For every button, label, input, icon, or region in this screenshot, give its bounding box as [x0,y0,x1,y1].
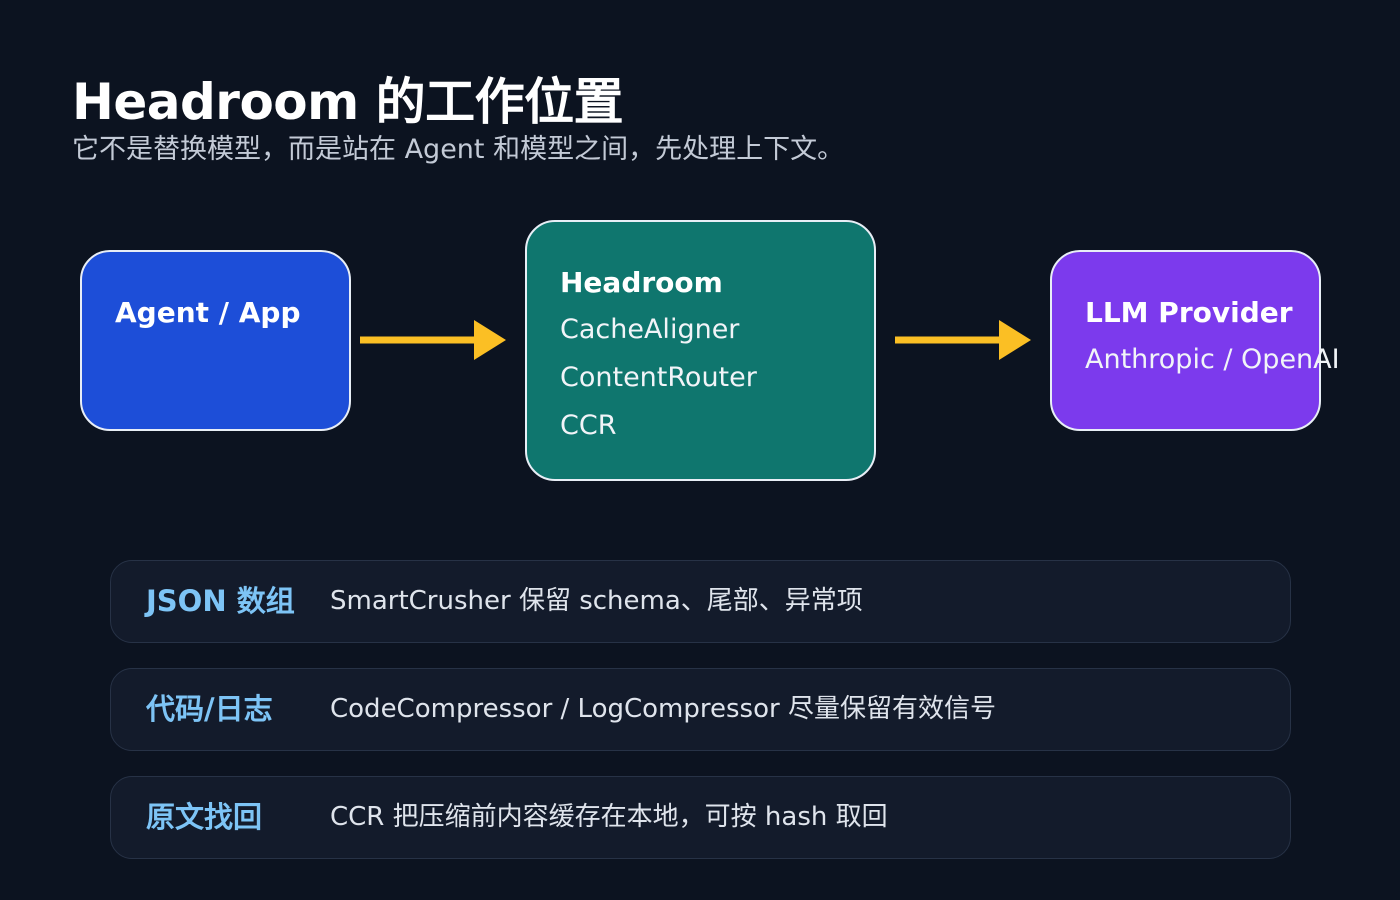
llm-provider-item: Anthropic / OpenAI [1085,344,1340,375]
headroom-label: Headroom [560,266,723,299]
arrow-head [474,320,506,360]
arrow-head [999,320,1031,360]
feature-desc: SmartCrusher 保留 schema、尾部、异常项 [330,586,863,616]
feature-label: 代码/日志 [146,692,273,726]
feature-label: JSON 数组 [146,584,295,618]
feature-row-retrieval: 原文找回 CCR 把压缩前内容缓存在本地，可按 hash 取回 [110,776,1291,859]
headroom-node: Headroom CacheAligner ContentRouter CCR [525,220,876,481]
agent-app-label: Agent / App [115,296,301,329]
page-title: Headroom 的工作位置 [72,73,624,131]
arrow-headroom-to-llm [895,320,1031,360]
headroom-item-cache-aligner: CacheAligner [560,314,740,345]
llm-provider-node: LLM Provider Anthropic / OpenAI [1050,250,1340,431]
headroom-item-content-router: ContentRouter [560,362,757,393]
agent-app-node: Agent / App [80,250,351,431]
arrow-agent-to-headroom [360,320,506,360]
page-subtitle: 它不是替换模型，而是站在 Agent 和模型之间，先处理上下文。 [72,134,845,165]
feature-desc: CCR 把压缩前内容缓存在本地，可按 hash 取回 [330,802,888,832]
feature-row-json: JSON 数组 SmartCrusher 保留 schema、尾部、异常项 [110,560,1291,643]
headroom-item-ccr: CCR [560,410,617,441]
feature-desc: CodeCompressor / LogCompressor 尽量保留有效信号 [330,694,996,724]
llm-provider-label: LLM Provider [1085,296,1293,329]
feature-label: 原文找回 [146,800,263,834]
feature-row-code-log: 代码/日志 CodeCompressor / LogCompressor 尽量保… [110,668,1291,751]
